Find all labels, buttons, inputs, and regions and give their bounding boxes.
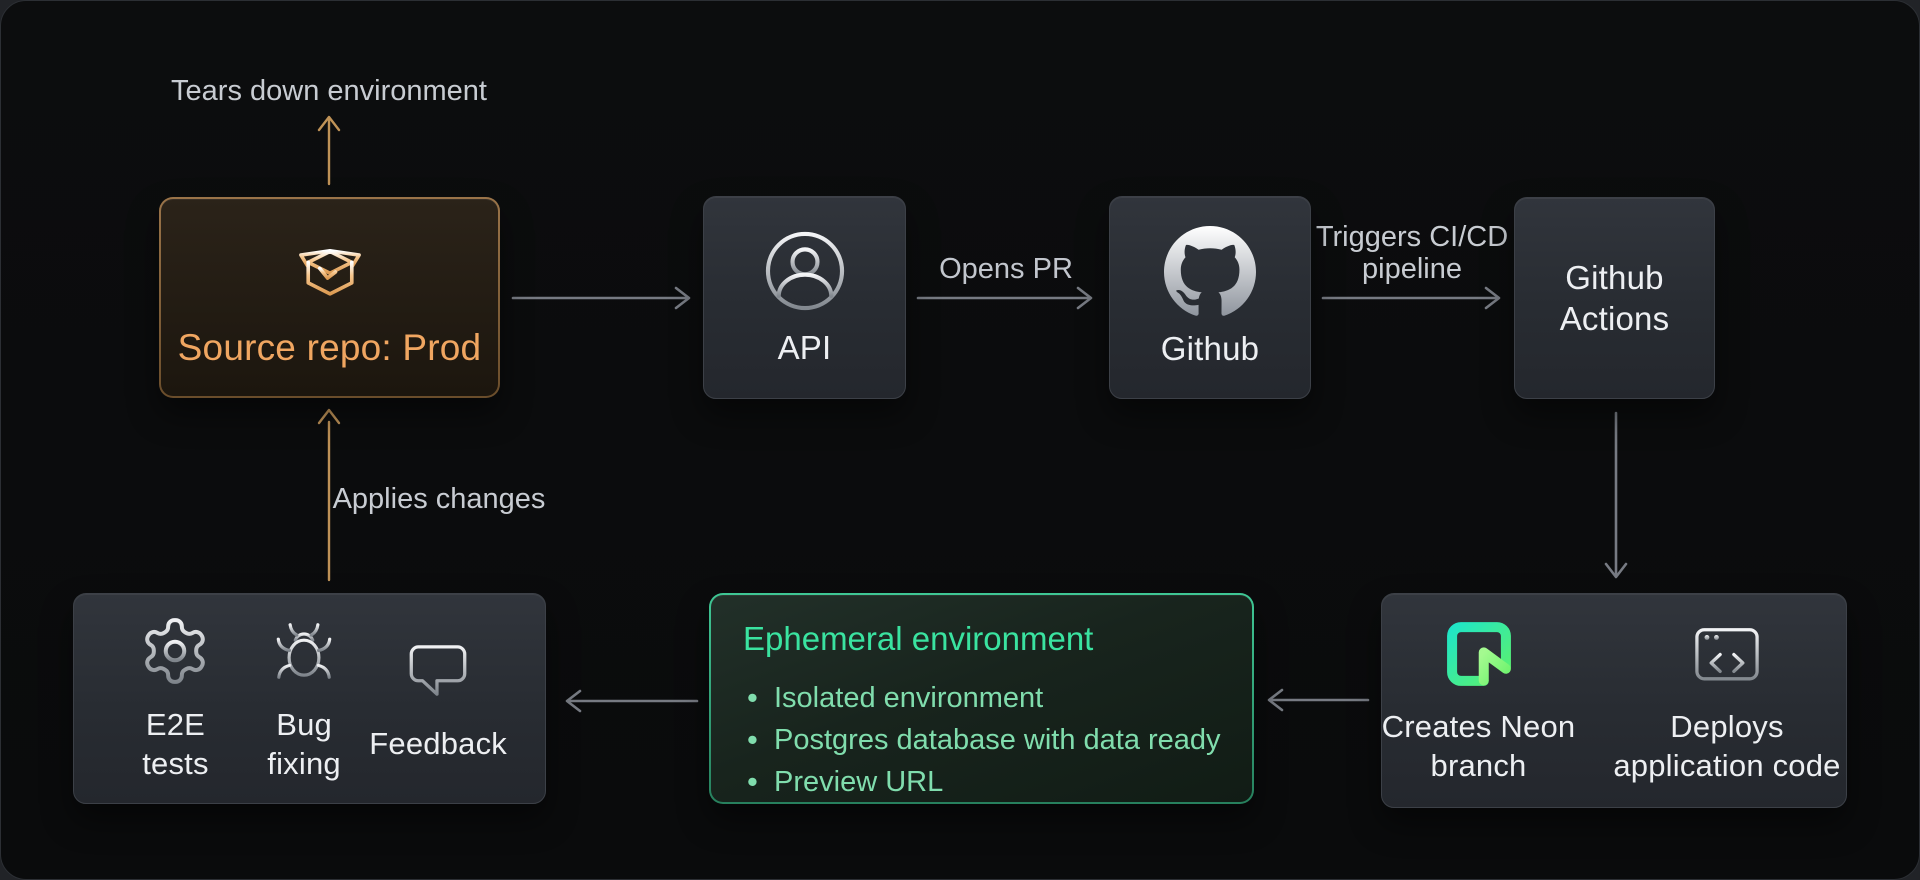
source-repo-label: Source repo: Prod: [177, 327, 482, 369]
feedback-label: Feedback: [369, 726, 507, 762]
edge-ephemeral-to-loop-arrow: [565, 689, 699, 713]
applies-changes-label: Applies changes: [332, 483, 546, 515]
ephemeral-bullet-preview-url: Preview URL: [741, 765, 1221, 799]
deploys-application-code-label: Deploys application code: [1613, 708, 1841, 783]
edge-neon-to-ephemeral-arrow: [1267, 688, 1370, 712]
open-box-icon: [298, 249, 361, 297]
github-actions-label: Github Actions: [1559, 258, 1670, 337]
ephemeral-feature-list: Isolated environment Postgres database w…: [741, 673, 1221, 799]
github-icon: [1164, 225, 1256, 316]
node-feedback-loop: E2E tests Bug fixing: [73, 593, 546, 804]
e2e-tests-label: E2E tests: [142, 706, 209, 781]
edge-triggers-cicd-arrow: [1321, 286, 1501, 310]
api-label: API: [777, 328, 832, 366]
github-label: Github: [1160, 329, 1260, 367]
bug-fixing-label: Bug fixing: [267, 706, 341, 781]
opens-pr-label: Opens PR: [939, 253, 1073, 285]
gear-icon: [145, 617, 206, 684]
edge-source-to-api-arrow: [511, 286, 691, 310]
edge-actions-to-neon-arrow: [1604, 411, 1628, 579]
triggers-cicd-label: Triggers CI/CD pipeline: [1315, 221, 1509, 285]
ephemeral-bullet-isolated: Isolated environment: [741, 681, 1221, 715]
loop-item-e2e-tests: E2E tests: [112, 614, 239, 784]
loop-item-bug-fixing: Bug fixing: [239, 614, 369, 784]
loop-item-feedback: Feedback: [369, 633, 507, 764]
browser-code-icon: [1695, 627, 1759, 681]
node-github: Github: [1109, 196, 1311, 399]
node-source-repo: Source repo: Prod: [159, 197, 500, 398]
user-icon: [765, 231, 844, 310]
ephemeral-environment-title: Ephemeral environment: [743, 620, 1094, 657]
neon-logo-icon: [1446, 621, 1511, 686]
node-ephemeral-environment: Ephemeral environment Isolated environme…: [709, 593, 1254, 804]
creates-neon-branch-label: Creates Neon branch: [1381, 708, 1576, 783]
ephemeral-bullet-postgres: Postgres database with data ready: [741, 723, 1221, 757]
edge-tears-down-arrow: [317, 115, 341, 186]
neon-branch-item: Creates Neon branch: [1379, 616, 1579, 786]
node-neon-deploy: Creates Neon branch Deploys applicati: [1381, 593, 1847, 808]
bug-icon: [274, 622, 334, 679]
edge-opens-pr-arrow: [916, 286, 1093, 310]
tears-down-environment-label: Tears down environment: [171, 75, 487, 107]
deploy-code-item: Deploys application code: [1605, 616, 1850, 786]
chat-bubble-icon: [409, 645, 467, 696]
node-github-actions: Github Actions: [1514, 197, 1715, 399]
node-api: API: [703, 196, 906, 399]
